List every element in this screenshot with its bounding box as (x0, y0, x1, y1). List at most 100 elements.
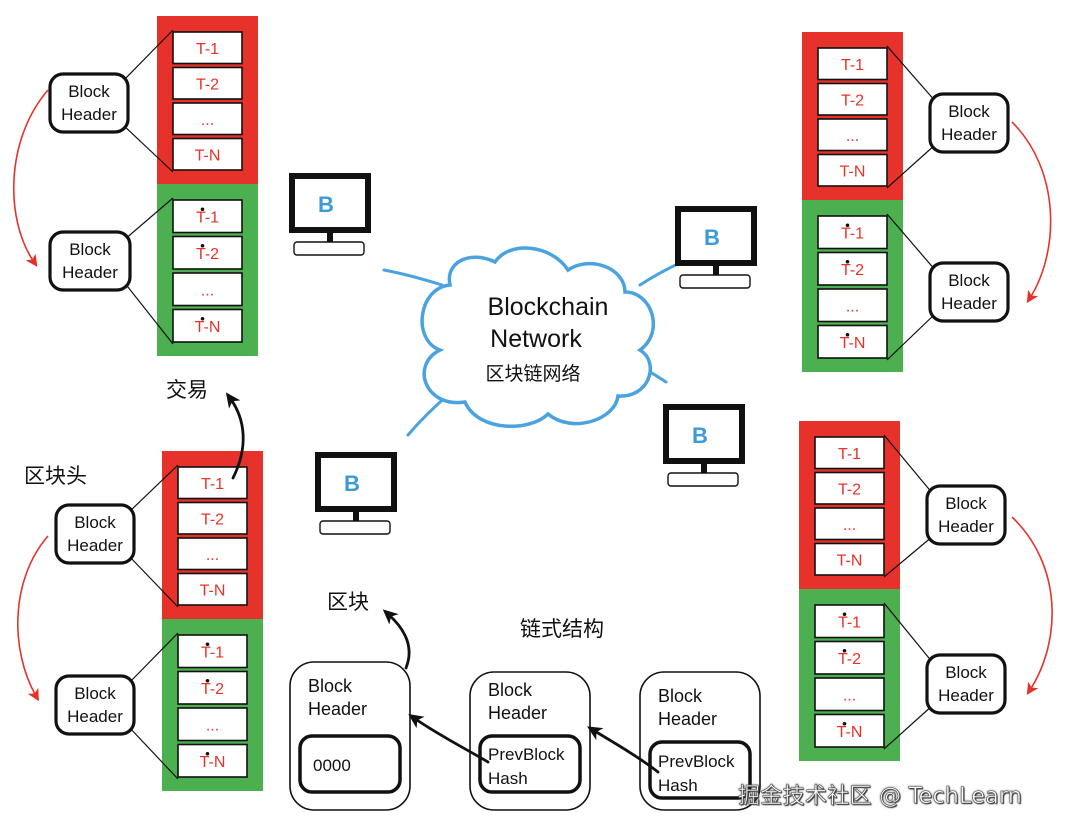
cloud-title-line1: Blockchain (488, 293, 609, 321)
header-pointer-bottom (886, 312, 937, 361)
header-pointer-bottom (121, 123, 174, 173)
header-pointer-top (127, 464, 179, 514)
transaction-label-top-left-red-3: ... (201, 112, 214, 129)
chain-block-3-title-2: Header (658, 709, 717, 729)
watermark-text: 掘金技术社区 @ TechLearn (738, 784, 1023, 810)
block-header-text-1: Block (945, 663, 987, 682)
arrow-to-transaction-label (225, 392, 245, 480)
computer-node-node-1: B (289, 173, 371, 256)
transaction-label-bottom-left-red-1: T-1 (201, 476, 224, 493)
keyboard-base (679, 274, 751, 289)
transaction-cell-top-right-green-3 (817, 288, 888, 323)
block-header-text-1: Block (69, 240, 111, 259)
header-pointer-bottom (123, 281, 174, 345)
transaction-label-bottom-right-red-2: T-2 (838, 481, 861, 498)
header-pointer-top (127, 632, 179, 685)
transaction-cell-bottom-left-green-4 (177, 743, 248, 778)
transaction-label-top-right-red-1: T-1 (841, 57, 864, 74)
block-header-box-top-left-2 (48, 230, 132, 292)
block-stacks: T-1T-2...T-NT-1T-2...T-NT-1T-2...T-NT-1T… (157, 16, 903, 791)
transaction-cell-top-left-green-2 (172, 235, 243, 270)
transaction-label-bottom-left-green-2: T-2 (201, 681, 224, 698)
chain-block-3-prev-hash-box (648, 740, 752, 800)
block-header-box-top-right-2 (928, 261, 1010, 323)
block-header-text-1: Block (74, 684, 116, 703)
chain-block-2-prev-hash-2: Hash (488, 769, 528, 788)
transaction-cell-bottom-right-red-4 (814, 542, 885, 576)
transaction-label-bottom-left-red-4: T-N (200, 582, 226, 599)
transaction-label-top-left-green-3: ... (201, 282, 214, 299)
chain-block-3-prev-hash-2: Hash (658, 776, 698, 795)
red-arrow-top-right (1011, 121, 1052, 304)
transaction-cell-bottom-left-red-4 (177, 572, 248, 606)
block-header-text-1: Block (948, 102, 990, 121)
label-chain-structure: 链式结构 (520, 617, 604, 641)
keyboard-base (293, 241, 365, 256)
transaction-cell-bottom-left-red-2 (177, 501, 248, 535)
block-stack-top-right-red: T-1T-2...T-N (802, 32, 903, 200)
signature-dot (842, 648, 847, 653)
cloud-title-cn: 区块链网络 (485, 363, 580, 385)
blockchain-network-cloud: Blockchain Network 区块链网络 (420, 246, 656, 429)
signature-dot (842, 612, 847, 617)
transaction-label-top-right-red-4: T-N (840, 163, 866, 180)
keyboard-base (667, 472, 739, 487)
header-pointer-top (883, 602, 934, 664)
block-stack-top-left-red: T-1T-2...T-N (157, 16, 258, 184)
block-header-text-1: Block (948, 271, 990, 290)
monitor-icon (675, 206, 757, 266)
signature-dot (845, 223, 850, 228)
transaction-label-top-right-red-3: ... (846, 128, 859, 145)
chain-block-genesis-title-1: Block (308, 676, 353, 696)
block-stack-top-right-green: T-1T-2...T-N (802, 200, 903, 372)
node-label: B (704, 225, 720, 250)
signature-dot (205, 751, 210, 756)
block-header-text-2: Header (67, 707, 123, 726)
transaction-cell-top-left-red-4 (172, 137, 243, 171)
transaction-label-bottom-left-green-4: T-N (200, 754, 226, 771)
transaction-label-bottom-left-green-3: ... (206, 717, 219, 734)
signature-dot (200, 316, 205, 321)
transaction-cell-top-right-red-3 (817, 118, 888, 152)
red-arrow-bottom-right (1011, 516, 1053, 696)
block-header-text-2: Header (938, 686, 994, 705)
header-pointer-top (886, 213, 937, 272)
transaction-label-bottom-right-green-4: T-N (837, 724, 863, 741)
transaction-label-bottom-right-green-3: ... (843, 687, 856, 704)
computer-node-node-4: B (315, 452, 397, 535)
block-header-text-2: Header (941, 125, 997, 144)
block-header-box-bottom-left-1 (54, 503, 136, 565)
chain-block-2-title-2: Header (488, 703, 547, 723)
cloud-title-line2: Network (490, 325, 582, 353)
transaction-label-top-left-green-4: T-N (195, 319, 221, 336)
block-header-text-2: Header (941, 294, 997, 313)
transaction-label-top-left-red-2: T-2 (196, 76, 219, 93)
transaction-cell-top-left-green-4 (172, 308, 243, 343)
block-header-text-1: Block (945, 494, 987, 513)
transaction-cell-bottom-right-green-2 (814, 640, 885, 675)
block-stack-bottom-left-red: T-1T-2...T-N (162, 451, 263, 619)
block-header-text-1: Block (68, 82, 110, 101)
chain-block-genesis-title-2: Header (308, 699, 367, 719)
label-block-header: 区块头 (24, 464, 87, 488)
block-header-box-bottom-right-1 (925, 484, 1007, 546)
node-label: B (344, 471, 360, 496)
transaction-cell-bottom-right-green-1 (814, 604, 885, 639)
signature-dot (845, 259, 850, 264)
transaction-cell-top-right-red-1 (817, 47, 888, 81)
transaction-label-bottom-left-red-3: ... (206, 547, 219, 564)
transaction-cell-top-left-red-1 (172, 31, 243, 65)
block-header-box-top-right-1 (928, 92, 1010, 154)
block-header-box-bottom-left-2 (54, 674, 136, 736)
computer-node-node-3: B (663, 404, 745, 487)
annotations: 交易 区块头 区块 链式结构 (24, 378, 604, 641)
monitor-icon (315, 452, 397, 512)
transaction-cell-bottom-right-red-2 (814, 471, 885, 505)
computer-node-node-2: B (675, 206, 757, 289)
